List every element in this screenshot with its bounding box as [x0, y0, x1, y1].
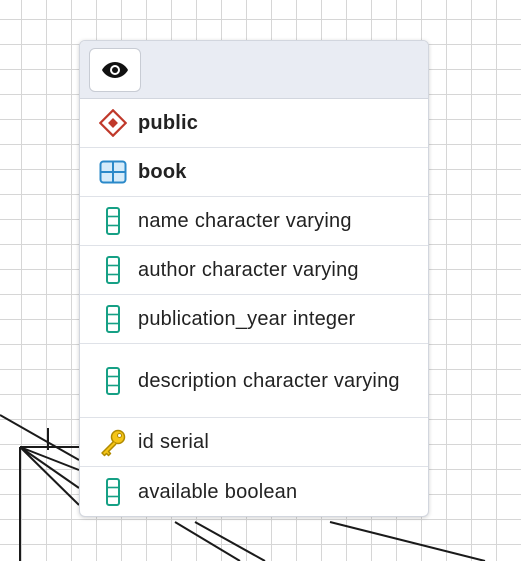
toggle-details-button[interactable]: [89, 47, 141, 92]
schema-row: public: [80, 99, 428, 148]
table-node-header: [80, 41, 428, 99]
table-name: book: [138, 161, 187, 183]
column-icon: [98, 366, 128, 396]
column-type: character varying: [201, 259, 359, 281]
relationship-line: [19, 446, 80, 506]
relationship-line: [19, 446, 80, 489]
column-icon: [98, 206, 128, 236]
relationship-line: [194, 521, 266, 561]
column-name: description: [138, 369, 237, 392]
schema-name: public: [138, 112, 199, 134]
column-name: author: [138, 259, 196, 281]
column-icon: [98, 304, 128, 334]
column-icon: [98, 477, 128, 507]
relationship-line: [0, 414, 80, 461]
column-name: name: [138, 210, 189, 232]
relationship-line: [174, 521, 241, 561]
column-name: id: [138, 431, 154, 453]
column-icon: [98, 255, 128, 285]
column-type: boolean: [224, 480, 298, 503]
column-type: integer: [292, 308, 356, 330]
table-row: book: [80, 148, 428, 197]
column-type: character varying: [242, 369, 400, 392]
column-type: character varying: [194, 210, 352, 232]
eye-icon: [102, 61, 128, 78]
column-type: serial: [159, 431, 209, 453]
column-name: publication_year: [138, 308, 287, 330]
relationship-line: [329, 521, 486, 561]
primary-key-icon: [98, 427, 128, 457]
schema-icon: [98, 108, 128, 138]
table-icon: [98, 157, 128, 187]
relationship-line: [19, 446, 80, 471]
column-name: available: [138, 480, 219, 503]
